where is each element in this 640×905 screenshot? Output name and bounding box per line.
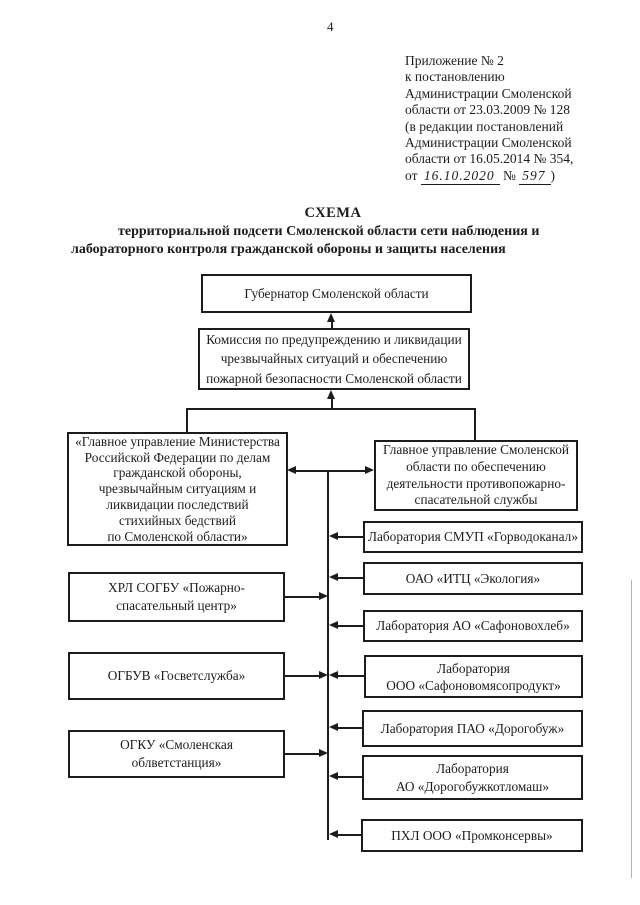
node-gu-smolensk-fire-rescue: Главное управление Смоленской области по… <box>374 440 578 511</box>
appendix-line: к постановлению <box>405 69 505 85</box>
handwritten-date: 16.10.2020 <box>420 168 500 185</box>
node-label: ОГБУВ «Госветслужба» <box>107 668 246 683</box>
connector-lab-dorogobuzh <box>337 727 362 729</box>
connector-ogbuv <box>285 675 321 677</box>
document-subtitle-line: лабораторного контроля гражданской оборо… <box>71 242 506 257</box>
document-subtitle-line: территориальной подсети Смоленской облас… <box>118 224 540 239</box>
connector-ogku <box>285 753 321 755</box>
node-label: ОАО «ИТЦ «Экология» <box>405 570 541 586</box>
connector-lab-kotlomash <box>337 776 362 778</box>
node-gubernator: Губернатор Смоленской области <box>201 274 472 313</box>
final-line-suffix: ) <box>550 167 556 183</box>
appendix-line: области от 16.05.2014 № 354, <box>405 151 574 167</box>
arrowhead-from-lab-kotlomash <box>329 772 338 780</box>
node-label: Лаборатория ПАО «Дорогобуж» <box>380 720 565 736</box>
arrowhead-from-phl-promkonservy <box>329 830 338 838</box>
node-label: Лаборатория ООО «Сафоновомясопродукт» <box>386 660 561 693</box>
connector-directorates <box>295 470 369 472</box>
node-lab-safonovomyasoprodukt: Лаборатория ООО «Сафоновомясопродукт» <box>364 655 583 698</box>
appendix-line: Администрации Смоленской <box>405 85 572 101</box>
final-line-prefix: от <box>405 167 418 183</box>
connector-drop-left <box>186 408 188 432</box>
node-lab-pao-dorogobuzh: Лаборатория ПАО «Дорогобуж» <box>362 710 583 747</box>
node-lab-safonovohleb: Лаборатория АО «Сафоновохлеб» <box>363 610 583 642</box>
connector-trunk <box>327 470 329 840</box>
connector-tier-komissia <box>331 397 333 409</box>
node-label: «Главное управление Министерства Российс… <box>75 433 280 544</box>
appendix-line: Приложение № 2 <box>405 53 504 68</box>
arrowhead-up-to-gubernator <box>327 313 335 322</box>
connector-lab-safonovohleb <box>337 625 363 627</box>
arrowhead-from-ogku <box>319 749 328 757</box>
arrowhead-into-gu-smolensk <box>365 466 374 474</box>
node-lab-smup-gorvodokanal: Лаборатория СМУП «Горводоканал» <box>363 521 583 553</box>
node-label: Главное управление Смоленской области по… <box>383 442 569 508</box>
arrowhead-from-lab-safonovomyasoprodukt <box>329 671 338 679</box>
scan-artifact-line <box>631 580 632 878</box>
appendix-final-line: от 16.10.2020 № 597) <box>405 168 620 185</box>
node-ogbuv-gosvetsluzhba: ОГБУВ «Госветслужба» <box>68 652 285 700</box>
document-title: СХЕМА <box>304 205 362 221</box>
appendix-line: области от 23.03.2009 № 128 <box>405 102 570 118</box>
arrowhead-up-to-komissia <box>327 390 335 399</box>
arrowhead-from-hrl-sogbu <box>319 592 328 600</box>
connector-lab-safonovomyasoprodukt <box>337 675 364 677</box>
connector-phl-promkonservy <box>337 834 361 836</box>
node-label: Лаборатория АО «Дорогобужкотломаш» <box>395 760 550 794</box>
node-label: Губернатор Смоленской области <box>244 285 429 301</box>
node-oao-itc-ecologia: ОАО «ИТЦ «Экология» <box>363 562 583 595</box>
connector-hrl-sogbu <box>285 596 321 598</box>
arrowhead-from-ogbuv <box>319 671 328 679</box>
node-phl-promkonservy: ПХЛ ООО «Промконсервы» <box>361 819 583 852</box>
final-line-num-label: № <box>502 167 516 183</box>
arrowhead-from-lab-safonovohleb <box>329 621 338 629</box>
arrowhead-from-lab-smup <box>329 532 338 540</box>
node-label: ПХЛ ООО «Промконсервы» <box>391 827 553 843</box>
connector-top-tie <box>186 408 476 410</box>
node-ogku-oblvetstantsiya: ОГКУ «Смоленская облветстанция» <box>68 730 285 778</box>
connector-oao-itc <box>337 577 363 579</box>
arrowhead-from-lab-dorogobuzh <box>329 723 338 731</box>
appendix-line: Администрации Смоленской <box>405 135 572 151</box>
node-gu-mchs-rf: «Главное управление Министерства Российс… <box>67 432 288 546</box>
node-lab-dorogobuzhkotlomash: Лаборатория АО «Дорогобужкотломаш» <box>362 755 583 800</box>
arrowhead-from-oao-itc <box>329 573 338 581</box>
node-label: Лаборатория АО «Сафоновохлеб» <box>376 618 570 633</box>
arrowhead-into-gu-mchs <box>287 466 296 474</box>
appendix-block: Приложение № 2 к постановлению Администр… <box>405 53 620 185</box>
connector-lab-smup <box>337 536 363 538</box>
connector-komissia-gubernator <box>331 320 333 328</box>
node-label: ОГКУ «Смоленская облветстанция» <box>120 737 233 770</box>
node-label: Лаборатория СМУП «Горводоканал» <box>368 529 578 544</box>
appendix-line: (в редакции постановлений <box>405 118 564 134</box>
node-komissia-chs: Комиссия по предупреждению и ликвидации … <box>198 328 470 390</box>
node-hrl-sogbu-fire-rescue-center: ХРЛ СОГБУ «Пожарно- спасательный центр» <box>68 572 285 622</box>
page-number: 4 <box>327 19 334 34</box>
node-label: Комиссия по предупреждению и ликвидации … <box>206 331 462 386</box>
node-label: ХРЛ СОГБУ «Пожарно- спасательный центр» <box>108 580 245 613</box>
handwritten-number: 597 <box>519 168 551 185</box>
connector-drop-right <box>474 408 476 440</box>
